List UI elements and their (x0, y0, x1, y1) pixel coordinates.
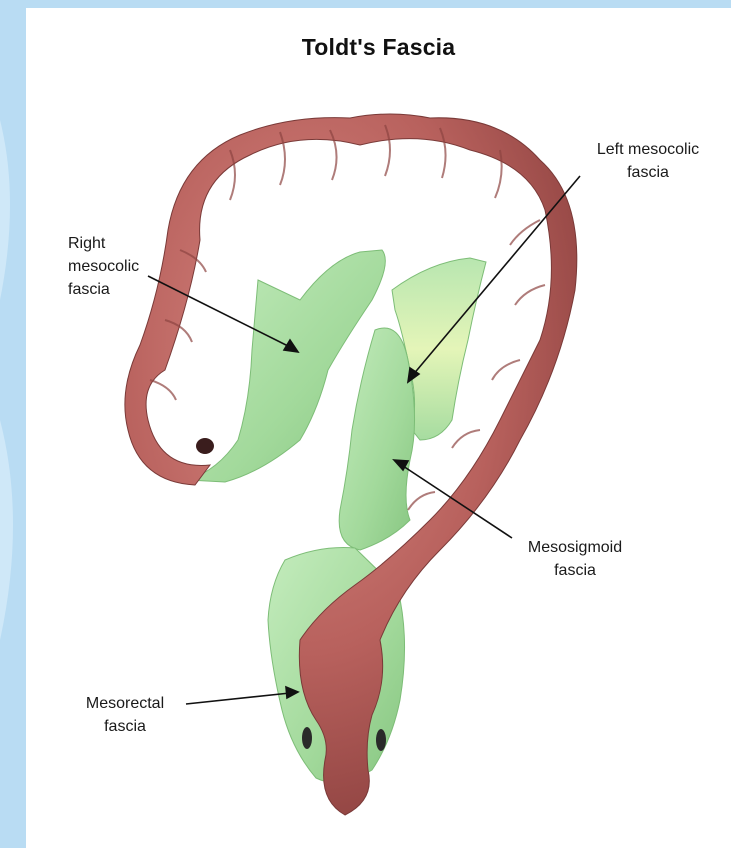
label-left-line2: fascia (578, 161, 718, 184)
label-mesorectal-line1: Mesorectal (70, 692, 180, 715)
label-right-line1: Right (68, 232, 139, 255)
label-mesosigmoid-fascia: Mesosigmoid fascia (520, 536, 630, 582)
label-right-line3: fascia (68, 278, 139, 301)
label-left-mesocolic-fascia: Left mesocolic fascia (578, 138, 718, 184)
label-left-line1: Left mesocolic (578, 138, 718, 161)
label-mesosigmoid-line2: fascia (520, 559, 630, 582)
label-mesorectal-fascia: Mesorectal fascia (70, 692, 180, 738)
mesosigmoid-fascia-shape (339, 328, 414, 550)
label-right-mesocolic-fascia: Right mesocolic fascia (68, 232, 139, 301)
label-mesosigmoid-line1: Mesosigmoid (520, 536, 630, 559)
label-right-line2: mesocolic (68, 255, 139, 278)
label-mesorectal-line2: fascia (70, 715, 180, 738)
